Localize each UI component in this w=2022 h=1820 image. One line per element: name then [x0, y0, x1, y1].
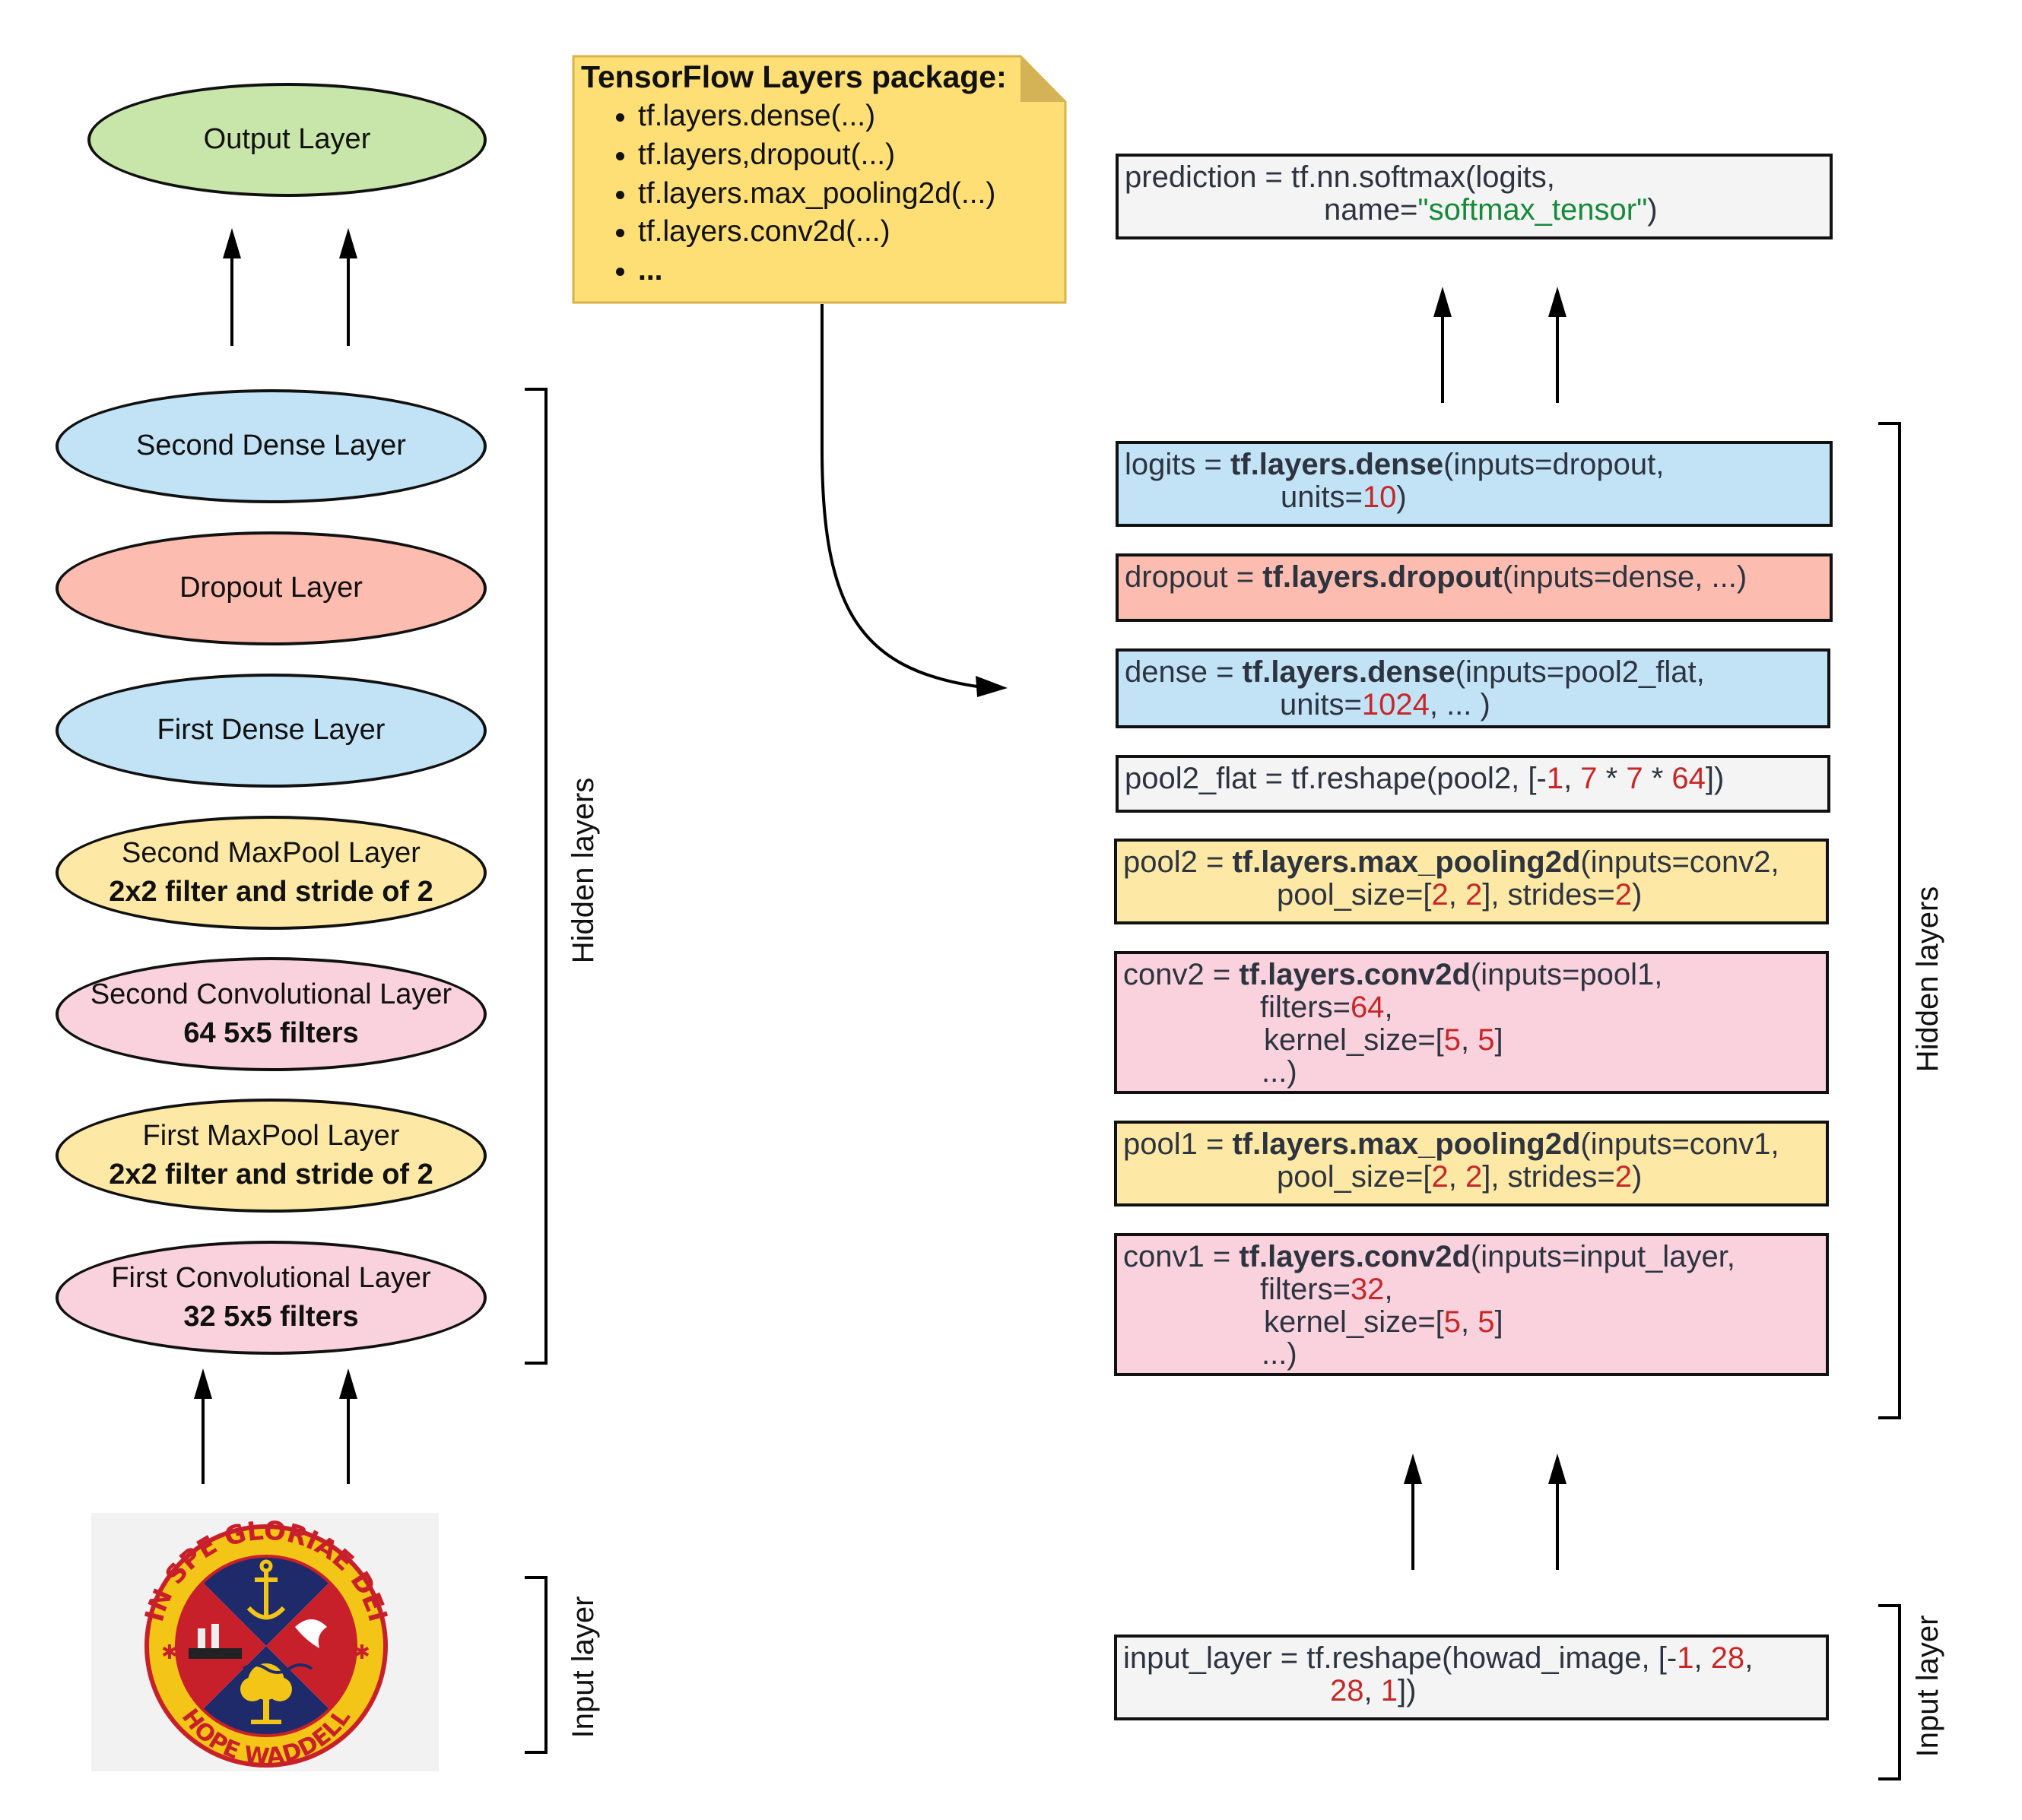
arrow-up [194, 1368, 212, 1484]
input-bracket [1878, 1604, 1901, 1780]
first-maxpool-layer-node: First MaxPool Layer 2x2 filter and strid… [56, 1099, 487, 1213]
output-layer-node: Output Layer [87, 83, 487, 197]
node-detail: 2x2 filter and stride of 2 [109, 1159, 433, 1191]
first-dense-layer-node: First Dense Layer [56, 674, 487, 788]
input-layer-label: Input layer [567, 1596, 600, 1739]
note-item: ... [638, 252, 1068, 290]
node-title: First MaxPool Layer [142, 1119, 400, 1152]
dense-code-box: dense = tf.layers.dense(inputs=pool2_fla… [1116, 648, 1830, 728]
arrow-up [1404, 1454, 1422, 1570]
input-image-logo: IN SPE GLORIAE DEI HOPE WADDELL ✱ ✱ [91, 1513, 439, 1771]
arrow-up [1548, 287, 1566, 403]
arrow-up [339, 1368, 357, 1484]
node-detail: 2x2 filter and stride of 2 [109, 876, 433, 908]
svg-text:✱: ✱ [161, 1641, 178, 1664]
dropout-layer-node: Dropout Layer [56, 531, 487, 645]
dropout-code-box: dropout = tf.layers.dropout(inputs=dense… [1116, 553, 1833, 622]
arrow-up [339, 228, 357, 346]
second-dense-layer-node: Second Dense Layer [56, 389, 487, 503]
arrow-up [223, 228, 241, 346]
hidden-layers-label: Hidden layers [567, 777, 600, 964]
hidden-layers-label-right: Hidden layers [1911, 886, 1944, 1073]
input-bracket [525, 1576, 548, 1754]
second-maxpool-layer-node: Second MaxPool Layer 2x2 filter and stri… [56, 816, 487, 930]
node-detail: 32 5x5 filters [183, 1301, 359, 1333]
connector-arrowhead [976, 676, 1008, 697]
node-label: Output Layer [203, 123, 371, 156]
svg-text:✱: ✱ [354, 1641, 370, 1664]
node-label: Dropout Layer [179, 572, 363, 604]
note-card [572, 55, 1067, 304]
arrow-up [1548, 1454, 1566, 1570]
note-item: tf.layers.dense(...) [638, 97, 1068, 136]
node-title: Second Convolutional Layer [90, 978, 452, 1010]
note-title: TensorFlow Layers package: [581, 59, 1007, 94]
arrow-up [1433, 287, 1452, 403]
logits-code-box: logits = tf.layers.dense(inputs=dropout,… [1116, 441, 1833, 527]
note-list: tf.layers.dense(...) tf.layers,dropout(.… [581, 97, 1068, 290]
hidden-bracket [525, 388, 548, 1365]
second-conv-layer-node: Second Convolutional Layer 64 5x5 filter… [56, 957, 487, 1071]
conv1-code-box: conv1 = tf.layers.conv2d(inputs=input_la… [1114, 1233, 1829, 1376]
note-item: tf.layers.max_pooling2d(...) [638, 175, 1068, 214]
crest-emblem: IN SPE GLORIAE DEI HOPE WADDELL ✱ ✱ [139, 1515, 393, 1771]
hidden-bracket [1878, 422, 1901, 1419]
input-layer-code-box: input_layer = tf.reshape(howad_image, [-… [1114, 1635, 1829, 1720]
node-title: First Convolutional Layer [111, 1261, 431, 1294]
pool2-code-box: pool2 = tf.layers.max_pooling2d(inputs=c… [1114, 839, 1829, 924]
node-title: Second MaxPool Layer [122, 836, 421, 869]
node-label: Second Dense Layer [136, 430, 406, 462]
first-conv-layer-node: First Convolutional Layer 32 5x5 filters [56, 1241, 487, 1355]
pool2-flat-code-box: pool2_flat = tf.reshape(pool2, [-1, 7 * … [1116, 755, 1830, 813]
node-detail: 64 5x5 filters [183, 1017, 359, 1049]
note-item: tf.layers.conv2d(...) [638, 213, 1068, 252]
note-content: TensorFlow Layers package: tf.layers.den… [581, 57, 1068, 300]
node-label: First Dense Layer [157, 714, 386, 747]
note-item: tf.layers,dropout(...) [638, 136, 1068, 175]
prediction-code-box: prediction = tf.nn.softmax(logits, name=… [1116, 154, 1833, 239]
note-connector [821, 304, 978, 688]
input-layer-label-right: Input layer [1911, 1615, 1944, 1758]
conv2-code-box: conv2 = tf.layers.conv2d(inputs=pool1, f… [1114, 951, 1829, 1094]
pool1-code-box: pool1 = tf.layers.max_pooling2d(inputs=c… [1114, 1121, 1829, 1206]
